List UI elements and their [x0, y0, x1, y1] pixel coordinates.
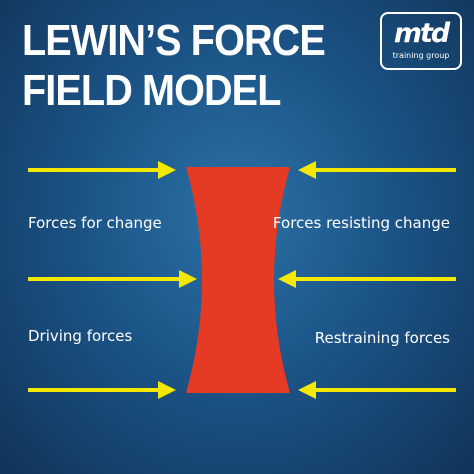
change-barrier	[186, 167, 290, 393]
logo-subtitle: training group	[392, 51, 450, 60]
forces-resisting-change-label: Forces resisting change	[272, 214, 450, 232]
restraining-force-arrow	[298, 381, 456, 399]
restraining-forces-label: Restraining forces	[314, 329, 450, 347]
mtd-logo: mtd training group	[380, 12, 462, 70]
page-title: LEWIN’S FORCE FIELD MODEL	[22, 16, 326, 116]
restraining-force-arrow	[298, 161, 456, 179]
title-line-2: FIELD MODEL	[22, 66, 281, 115]
driving-force-arrow	[28, 161, 176, 179]
driving-forces-label: Driving forces	[28, 327, 133, 345]
driving-force-arrow	[28, 381, 176, 399]
driving-force-arrow	[28, 270, 197, 288]
title-line-1: LEWIN’S FORCE	[22, 16, 326, 65]
forces-for-change-label: Forces for change	[28, 214, 162, 232]
restraining-force-arrow	[278, 270, 456, 288]
logo-mark: mtd	[393, 18, 450, 49]
